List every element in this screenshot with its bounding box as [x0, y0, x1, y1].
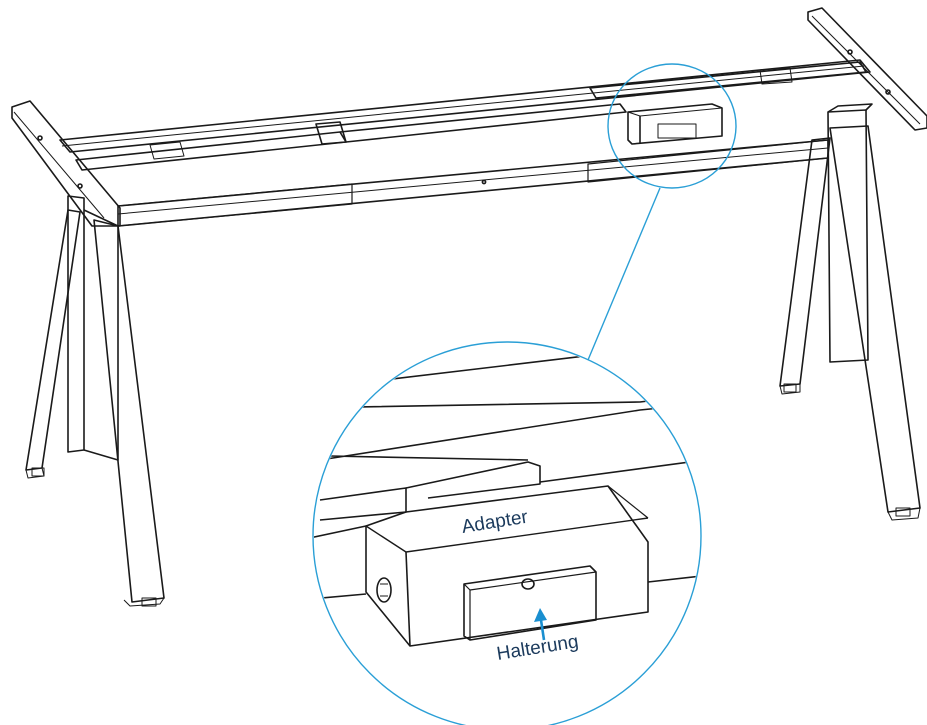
right-column [827, 109, 869, 363]
callout-small-circle [607, 63, 737, 189]
callout-indicator [312, 63, 737, 725]
back-beam [59, 59, 871, 153]
left-leg-back [25, 209, 81, 471]
right-top-plate [807, 7, 927, 131]
callout-leader-line [587, 187, 661, 361]
bracket [463, 565, 597, 641]
front-beam [117, 139, 829, 227]
callout-large-circle [312, 341, 702, 725]
adapter-box [365, 485, 649, 647]
right-leg-front [829, 125, 921, 513]
right-leg-back [779, 137, 831, 387]
zoom-detail [314, 343, 700, 647]
bracket-arrow [534, 608, 547, 641]
left-top-plate [11, 100, 121, 227]
left-leg-front [93, 219, 165, 603]
adapter-box-small [627, 103, 723, 145]
desk-frame [11, 7, 927, 607]
